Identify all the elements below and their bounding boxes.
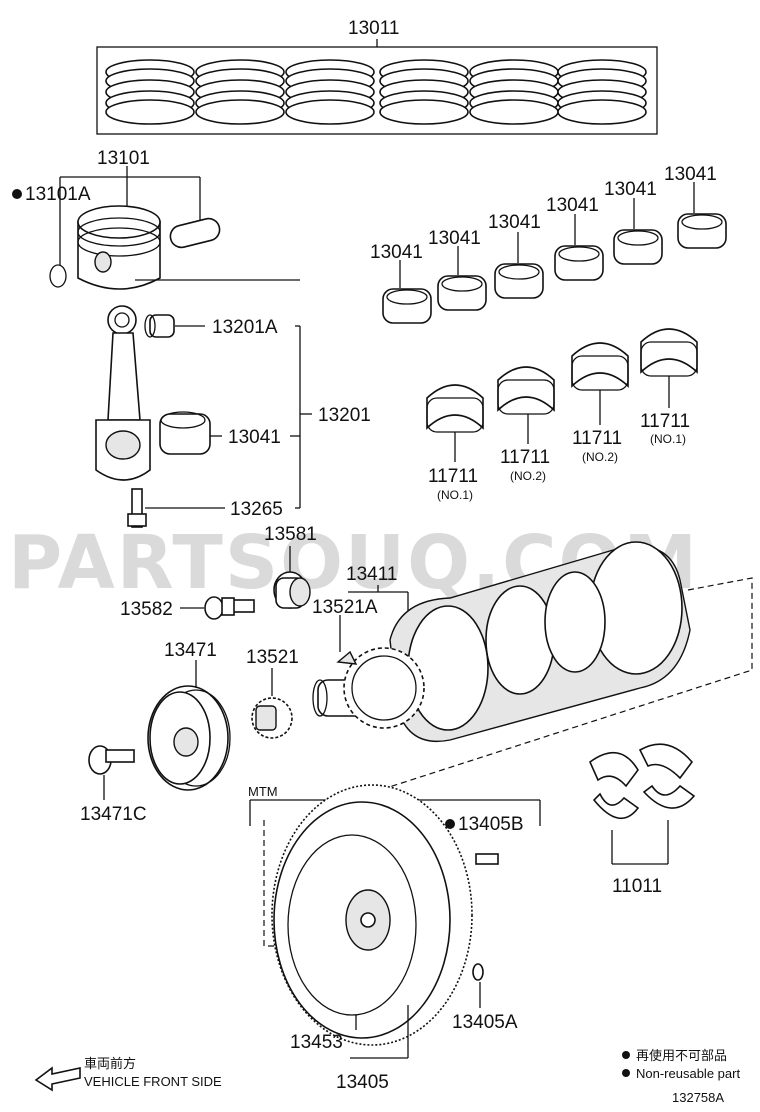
label-no1-left: (NO.1) xyxy=(437,488,473,502)
legend-nonreusable-en: Non-reusable part xyxy=(636,1066,740,1081)
label-no1-right: (NO.1) xyxy=(650,432,686,446)
label-13041-f: 13041 xyxy=(664,164,717,185)
legend-direction-en: VEHICLE FRONT SIDE xyxy=(84,1074,222,1089)
label-no2-right: (NO.2) xyxy=(582,450,618,464)
rod-bearings xyxy=(382,182,727,324)
label-13405B: 13405B xyxy=(458,814,524,835)
small-sprocket xyxy=(251,668,293,739)
label-13471C: 13471C xyxy=(80,804,147,825)
label-13041-b: 13041 xyxy=(428,228,481,249)
figure-id: 132758A xyxy=(672,1090,724,1105)
piston-ring-set xyxy=(96,39,658,135)
label-13521A: 13521A xyxy=(312,597,378,618)
label-13041-a: 13041 xyxy=(370,242,423,263)
label-13581: 13581 xyxy=(264,524,317,545)
flywheel xyxy=(249,784,541,1059)
label-13411: 13411 xyxy=(346,564,397,585)
label-13405: 13405 xyxy=(336,1072,389,1093)
label-13453: 13453 xyxy=(290,1032,343,1053)
label-13041-d: 13041 xyxy=(546,195,599,216)
label-no2-left: (NO.2) xyxy=(510,469,546,483)
nonreusable-dot-icon xyxy=(12,189,22,199)
label-13521: 13521 xyxy=(246,647,299,668)
crank-pulley xyxy=(147,660,231,791)
piston xyxy=(49,166,221,290)
label-13011: 13011 xyxy=(348,18,399,39)
label-11711-no2-right: 11711 xyxy=(572,428,622,449)
pulley-bolt xyxy=(88,745,135,800)
label-13582: 13582 xyxy=(120,599,173,620)
label-13101A: 13101A xyxy=(25,184,91,205)
nonreusable-dot-icon xyxy=(445,819,455,829)
legend-nonreusable-jp: 再使用不可部品 xyxy=(636,1048,727,1063)
front-direction-arrow-icon xyxy=(34,1066,81,1092)
plate-and-bolt xyxy=(180,546,311,620)
label-13405A: 13405A xyxy=(452,1012,518,1033)
label-11711-no1-left: 11711 xyxy=(428,466,478,487)
label-11711-no1-right: 11711 xyxy=(640,411,690,432)
thrust-washers xyxy=(589,743,696,865)
legend-direction-jp: 車両前方 xyxy=(84,1056,136,1071)
crank-sprocket xyxy=(336,615,425,729)
label-13471: 13471 xyxy=(164,640,217,661)
label-13041-rod: 13041 xyxy=(228,427,281,448)
label-13265: 13265 xyxy=(230,499,283,520)
label-11711-no2-left: 11711 xyxy=(500,447,550,468)
label-13101: 13101 xyxy=(97,148,150,169)
label-11011: 11011 xyxy=(612,876,662,897)
label-mtm: MTM xyxy=(248,784,278,799)
main-bearings xyxy=(426,328,698,462)
label-13201A: 13201A xyxy=(212,317,278,338)
crankshaft xyxy=(312,541,753,791)
nonreusable-dot-icon xyxy=(622,1069,630,1077)
label-13041-e: 13041 xyxy=(604,179,657,200)
connecting-rod xyxy=(95,279,312,528)
nonreusable-dot-icon xyxy=(622,1051,630,1059)
label-13041-c: 13041 xyxy=(488,212,541,233)
label-13201: 13201 xyxy=(318,405,371,426)
